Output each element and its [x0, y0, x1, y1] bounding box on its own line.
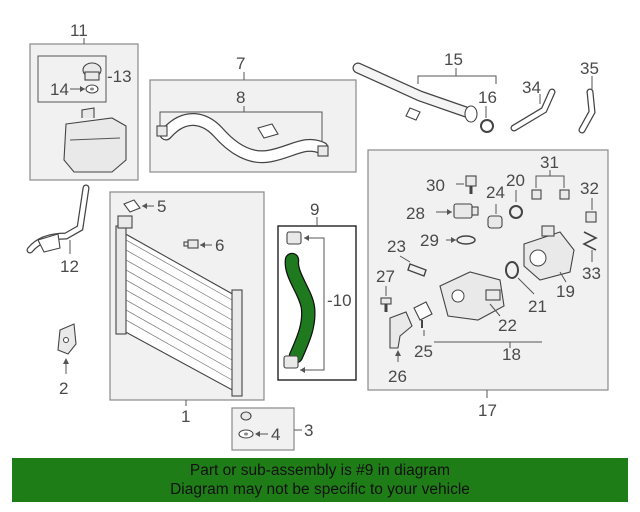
callout-1: 1	[181, 407, 190, 426]
hose-clamp-icon[interactable]	[283, 231, 302, 369]
callout-14: 14	[50, 80, 69, 99]
drain-plug-icon[interactable]	[183, 239, 199, 249]
lower-hose-icon[interactable]	[26, 184, 90, 254]
callout-18: 18	[502, 345, 521, 364]
cap-subgroup-box	[37, 55, 107, 103]
callout-10: -10	[327, 291, 352, 310]
hose-bracket-icon[interactable]	[257, 123, 279, 139]
mount-group: 3 4	[231, 407, 313, 451]
coolant-reservoir-icon[interactable]	[63, 107, 127, 173]
water-outlet-icon[interactable]	[523, 225, 575, 281]
callout-16: 16	[478, 88, 497, 107]
inlet-fitting-icon[interactable]	[389, 311, 413, 349]
callout-9: 9	[310, 200, 319, 219]
water-pipe-icon[interactable]	[352, 62, 478, 123]
callout-11: 11	[70, 21, 88, 40]
callout-17: 17	[478, 401, 497, 420]
thermostat-housing-group: 30 24 20 31 32 2	[367, 149, 609, 420]
highlighted-hose-group: 9 -10	[277, 200, 357, 381]
callout-27: 27	[376, 267, 395, 286]
callout-33: 33	[582, 264, 601, 283]
housing-bolt-icon[interactable]	[465, 175, 477, 194]
callout-26: 26	[388, 367, 407, 386]
callout-19: 19	[556, 282, 575, 301]
callout-34: 34	[522, 78, 541, 97]
mounting-bolt-icon[interactable]	[380, 297, 392, 312]
outlet-o-ring-icon[interactable]	[505, 261, 519, 279]
callout-24: 24	[486, 183, 505, 202]
hose-clamp-icon[interactable]	[156, 125, 329, 157]
callout-15: 15	[444, 50, 463, 69]
spring-clip-icon[interactable]	[582, 231, 598, 251]
callout-2: 2	[59, 379, 68, 398]
callout-20: 20	[506, 171, 525, 190]
callout-31: 31	[540, 153, 559, 172]
bracket-2-group: 2	[57, 323, 77, 398]
callout-30: 30	[426, 176, 445, 195]
callout-23: 23	[387, 237, 406, 256]
radiator-cap-icon[interactable]	[123, 199, 141, 213]
water-pipe-group: 15 16	[352, 50, 497, 133]
reservoir-cap-icon[interactable]	[82, 62, 102, 81]
callout-21: 21	[528, 297, 547, 316]
radiator-bracket-icon[interactable]	[57, 323, 77, 355]
callout-3: 3	[304, 421, 313, 440]
upper-radiator-hose-icon[interactable]	[159, 113, 329, 164]
callout-4: 4	[271, 425, 280, 444]
banner-line-2: Diagram may not be specific to your vehi…	[170, 481, 470, 498]
gasket-icon[interactable]	[456, 235, 476, 245]
reservoir-group: 11 -13 14	[29, 21, 139, 181]
upper-hose-group: 7 8	[149, 54, 357, 173]
callout-32: 32	[580, 179, 599, 198]
callout-35: 35	[580, 59, 599, 78]
housing-seal-icon[interactable]	[487, 215, 503, 229]
bypass-hose-icon[interactable]	[510, 88, 556, 132]
small-hoses-group: 34 35	[510, 59, 599, 134]
callout-7: 7	[236, 54, 245, 73]
radiator-group: 5 6 1	[109, 191, 265, 426]
temperature-sensor-icon[interactable]	[585, 211, 597, 223]
thermostat-icon[interactable]	[413, 301, 433, 328]
callout-13: -13	[107, 67, 132, 86]
housing-gasket-icon[interactable]	[407, 263, 427, 277]
callout-29: 29	[420, 231, 439, 250]
thermostat-housing-icon[interactable]	[439, 271, 505, 321]
callout-12: 12	[60, 257, 79, 276]
radiator-mount-icon[interactable]	[238, 411, 254, 439]
radiator-icon[interactable]	[115, 215, 243, 397]
callout-8: 8	[236, 88, 245, 107]
hose-clip-icon[interactable]	[531, 189, 570, 200]
cap-seal-icon[interactable]	[85, 84, 99, 94]
cooling-system-diagram: 11 -13 14 7 8	[26, 21, 609, 451]
banner-line-1: Part or sub-assembly is #9 in diagram	[189, 462, 451, 479]
sensor-connector-icon[interactable]	[453, 203, 479, 219]
callout-28: 28	[406, 204, 425, 223]
pipe-o-ring-icon[interactable]	[480, 119, 494, 133]
callout-25: 25	[414, 342, 433, 361]
callout-6: 6	[215, 236, 224, 255]
callout-5: 5	[157, 197, 166, 216]
heater-hose-icon[interactable]	[578, 88, 596, 134]
notice-banner: Part or sub-assembly is #9 in diagram Di…	[12, 458, 628, 502]
housing-o-ring-icon[interactable]	[509, 205, 523, 219]
lower-radiator-hose-highlight[interactable]	[284, 252, 316, 364]
callout-22: 22	[498, 316, 517, 335]
lower-hose-12-group: 12	[26, 184, 90, 276]
